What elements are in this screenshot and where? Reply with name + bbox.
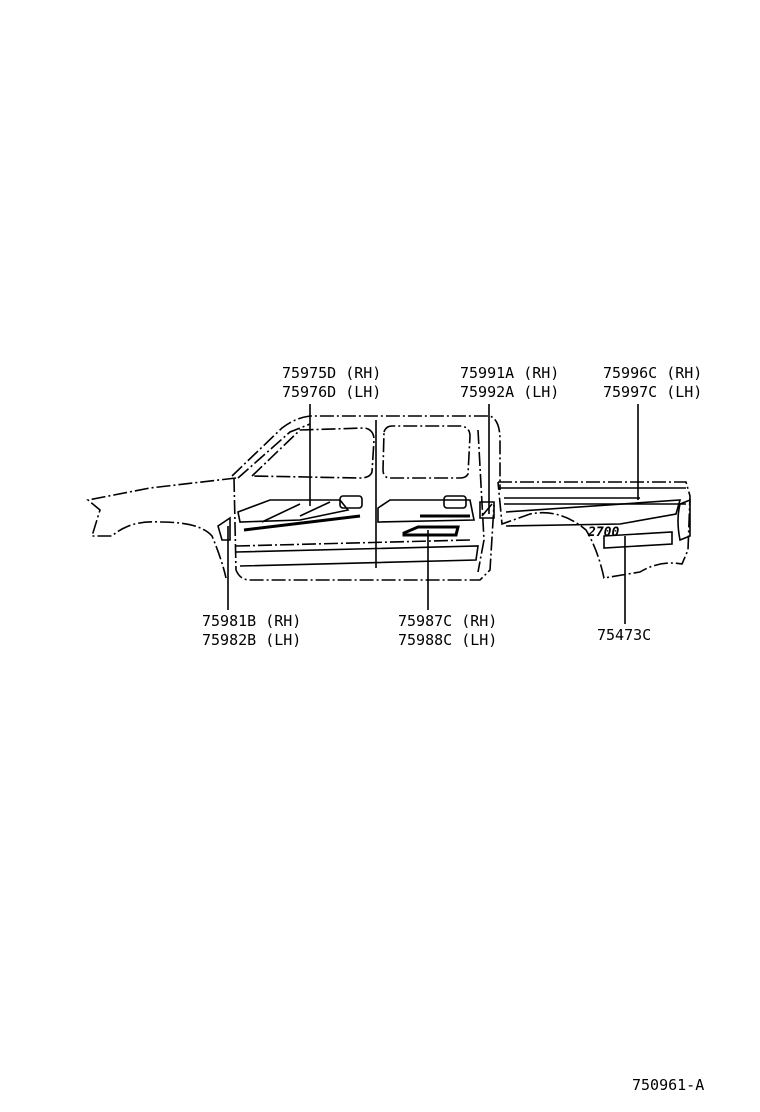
rear-door-stripe xyxy=(377,499,475,523)
part-number-rh: 75996C (RH) xyxy=(603,364,703,382)
rear-door-handle xyxy=(443,495,467,509)
callout-4wd-emblem[interactable]: 75987C (RH) 75988C (LH) xyxy=(398,612,497,650)
hood-fender-outline xyxy=(86,477,237,579)
a-pillar-outline xyxy=(231,415,501,490)
part-number-lh: 75976D (LH) xyxy=(282,383,382,401)
leader-lines xyxy=(227,404,639,624)
callout-fender-stripe[interactable]: 75981B (RH) 75982B (LH) xyxy=(202,612,301,650)
4wd-emblem-mark xyxy=(402,525,460,537)
part-number-rh: 75975D (RH) xyxy=(282,364,382,382)
front-door-stripe xyxy=(237,499,350,523)
part-number-lh: 75988C (LH) xyxy=(398,631,498,649)
part-number-rh: 75991A (RH) xyxy=(460,364,560,382)
a-pillar-inner xyxy=(237,423,311,479)
tailgate xyxy=(677,498,691,542)
diagram-id: 750961-A xyxy=(632,1076,705,1094)
callout-bed-stripe[interactable]: 75996C (RH) 75997C (LH) xyxy=(603,364,702,402)
part-number: 75473C xyxy=(597,626,652,644)
front-door-handle xyxy=(339,495,363,509)
bed-stripe xyxy=(505,499,682,527)
rear-door-line xyxy=(477,429,485,573)
rear-window xyxy=(382,425,471,479)
cab-body-outline xyxy=(233,477,495,581)
fender-stripe-mark xyxy=(217,516,231,541)
part-number-lh: 75982B (LH) xyxy=(202,631,302,649)
part-number-rh: 75987C (RH) xyxy=(398,612,498,630)
bed-outline xyxy=(497,481,691,579)
callout-rear-quarter-stripe[interactable]: 75991A (RH) 75992A (LH) xyxy=(460,364,559,402)
part-number-rh: 75981B (RH) xyxy=(202,612,302,630)
front-window xyxy=(250,427,375,479)
callout-2700-emblem[interactable]: 75473C xyxy=(597,626,651,645)
part-number-lh: 75992A (LH) xyxy=(460,383,560,401)
part-number-lh: 75997C (LH) xyxy=(603,383,703,401)
callout-door-front-stripe[interactable]: 75975D (RH) 75976D (LH) xyxy=(282,364,381,402)
